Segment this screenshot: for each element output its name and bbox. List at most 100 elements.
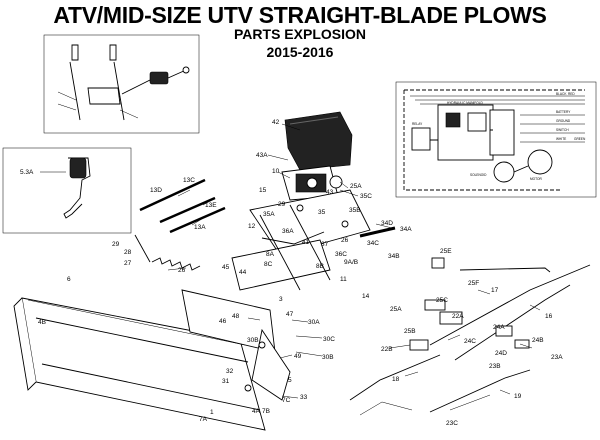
callout-44: 44 <box>239 269 247 276</box>
wiring-harnesses <box>349 257 591 416</box>
callout-23c: 23C <box>446 420 458 427</box>
callout-25f: 25F <box>468 280 479 287</box>
wiring-label-hydraulic-manifold: HYDRAULIC MANIFOLD <box>447 101 483 105</box>
callout-24b: 24B <box>532 337 544 344</box>
pump-assembly <box>281 111 353 201</box>
plow-blade <box>13 289 291 431</box>
callout-23b: 23B <box>489 363 501 370</box>
callout-25c: 25C <box>436 297 448 304</box>
wiring-label-green: GREEN <box>574 137 586 141</box>
callout-10: 10 <box>272 168 280 175</box>
callout-6: 6 <box>67 276 71 283</box>
callout-25e: 25E <box>440 248 452 255</box>
callout-13d: 13D <box>150 187 162 194</box>
callout-4a: 4A <box>252 408 261 415</box>
callout-28: 28 <box>124 249 132 256</box>
callout-35c: 35C <box>360 193 372 200</box>
callout-33: 33 <box>300 394 308 401</box>
callout-13e: 13E <box>205 202 217 209</box>
callout-9ab: 9A/B <box>344 259 358 266</box>
frame-assembly <box>231 189 396 291</box>
callout-19: 19 <box>514 393 522 400</box>
callout-22b: 22B <box>381 346 393 353</box>
callout-42: 42 <box>272 119 280 126</box>
wiring-label-black: BLACK <box>556 92 567 96</box>
callout-24c: 24C <box>464 338 476 345</box>
callout-47: 47 <box>286 311 294 318</box>
callout-41: 41 <box>302 239 310 246</box>
leader-lines <box>167 123 541 399</box>
callout-34d: 34D <box>381 220 393 227</box>
callout-1: 1 <box>210 409 214 416</box>
callout-30b: 30B <box>247 337 259 344</box>
callout-37: 37 <box>321 241 329 248</box>
callout-24d: 24D <box>495 350 507 357</box>
callout-48: 48 <box>232 313 240 320</box>
wiring-label-motor: MOTOR <box>530 177 543 181</box>
callout-35a: 35A <box>263 211 275 218</box>
callout-13a: 13A <box>194 224 206 231</box>
callout-12: 12 <box>248 223 256 230</box>
wiring-label-relay: RELAY <box>412 122 423 126</box>
callout-26: 26 <box>341 237 349 244</box>
callout-34a: 34A <box>400 226 412 233</box>
subtitle-year-range: 2015-2016 <box>266 44 334 60</box>
callout-13c: 13C <box>183 177 195 184</box>
callout-34b: 34B <box>388 253 400 260</box>
callout-45: 45 <box>222 264 230 271</box>
callout-8c: 8C <box>264 261 273 268</box>
callout-17: 17 <box>491 287 499 294</box>
trip-springs <box>134 234 201 271</box>
callout-26-spring: 26 <box>178 267 186 274</box>
callout-18: 18 <box>392 376 400 383</box>
wiring-label-battery: BATTERY <box>556 110 571 114</box>
callout-3: 3 <box>279 296 283 303</box>
callout-4b: 4B <box>38 319 46 326</box>
callout-25b: 25B <box>404 328 416 335</box>
push-rods <box>139 178 226 234</box>
callout-16: 16 <box>545 313 553 320</box>
inset-switch-mount <box>43 34 200 134</box>
callout-31: 31 <box>222 378 230 385</box>
callout-22a: 22A <box>452 313 464 320</box>
wiring-label-ground: GROUND <box>556 119 571 123</box>
callout-5: 5 <box>288 377 292 384</box>
callout-15: 15 <box>259 187 267 194</box>
callout-46: 46 <box>219 318 227 325</box>
inset-control-handle: 5.3A <box>2 147 132 234</box>
callout-23a: 23A <box>551 354 563 361</box>
callout-35: 35 <box>318 209 326 216</box>
callout-8b: 8B <box>316 263 324 270</box>
callout-32: 32 <box>226 368 234 375</box>
callout-35b: 35B <box>349 207 361 214</box>
callout-24a: 24A <box>493 324 505 331</box>
subtitle-parts-explosion: PARTS EXPLOSION <box>234 26 366 42</box>
callout-43a: 43A <box>256 152 268 159</box>
wiring-label-switch: SWITCH <box>556 128 569 132</box>
callout-30b-right: 30B <box>322 354 334 361</box>
callout-29-top: 29 <box>278 201 286 208</box>
callout-43: 43 <box>326 189 334 196</box>
callout-7b: 7B <box>262 408 270 415</box>
callout-8a: 8A <box>266 251 275 258</box>
wiring-label-red: RED <box>568 92 575 96</box>
callout-25a-top: 25A <box>350 183 362 190</box>
callout-30a: 30A <box>308 319 320 326</box>
callout-7c: 7C <box>282 397 291 404</box>
callout-11: 11 <box>340 276 347 283</box>
label-5-3a: 5.3A <box>20 169 34 176</box>
wiring-label-solenoid: SOLENOID <box>470 173 487 177</box>
wiring-label-white: WHITE <box>556 137 566 141</box>
callout-7a: 7A <box>199 416 208 423</box>
callout-27: 27 <box>124 260 132 267</box>
callout-25a: 25A <box>390 306 402 313</box>
callout-29-left: 29 <box>112 241 120 248</box>
callout-labels: 42 43A 10 25A 43 35C 35B 35 13D 13C 13E … <box>38 119 563 427</box>
main-title: ATV/MID-SIZE UTV STRAIGHT-BLADE PLOWS <box>53 2 547 28</box>
callout-36a: 36A <box>282 228 294 235</box>
callout-49: 49 <box>294 353 302 360</box>
callout-30c: 30C <box>323 336 335 343</box>
callout-14: 14 <box>362 293 370 300</box>
callout-36c: 36C <box>335 251 347 258</box>
